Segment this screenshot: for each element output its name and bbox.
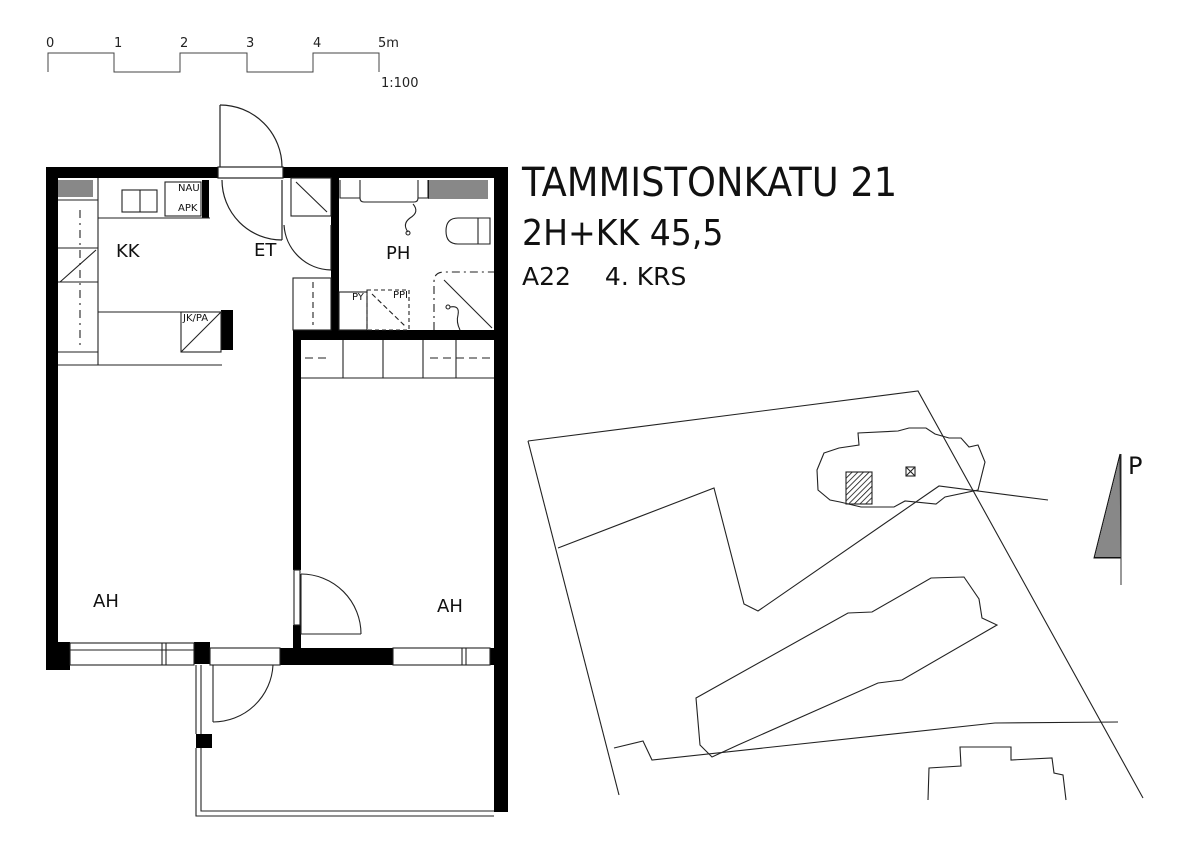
unit-info: A22 4. KRS — [522, 262, 686, 291]
north-arrow-icon — [1093, 453, 1122, 585]
address-title: TAMMISTONKATU 21 — [522, 160, 898, 206]
scale-tick-0: 0 — [46, 36, 55, 51]
scale-tick-1: 1 — [114, 36, 123, 51]
scale-tick-2: 2 — [180, 36, 189, 51]
walls — [46, 167, 508, 812]
scale-ratio: 1:100 — [381, 76, 419, 91]
scale-tick-3: 3 — [246, 36, 255, 51]
room-label-kitchen: KK — [116, 241, 140, 262]
interior-lines — [58, 177, 494, 817]
room-label-bedroom: AH — [437, 596, 463, 617]
scale-bar-lines — [47, 52, 380, 73]
north-label: P — [1128, 452, 1143, 480]
apartment-id: A22 — [522, 262, 571, 291]
entry-door — [217, 104, 332, 271]
room-label-bathroom: PH — [386, 243, 411, 264]
fixture-label-apk: APK — [178, 203, 198, 214]
scale-tick-5: 5m — [378, 36, 399, 51]
fixture-label-nau: NAU — [178, 183, 200, 194]
fixture-label-ppi: PPI — [393, 290, 409, 301]
floor-label: 4. KRS — [604, 262, 687, 291]
fixture-label-py: PY — [352, 292, 364, 303]
room-label-living: AH — [93, 591, 119, 612]
fixture-label-jkpa: JK/PA — [183, 313, 209, 324]
apartment-type: 2H+KK 45,5 — [522, 213, 724, 254]
site-plan — [527, 390, 1144, 801]
scale-tick-4: 4 — [313, 36, 322, 51]
room-label-entry: ET — [254, 240, 277, 261]
